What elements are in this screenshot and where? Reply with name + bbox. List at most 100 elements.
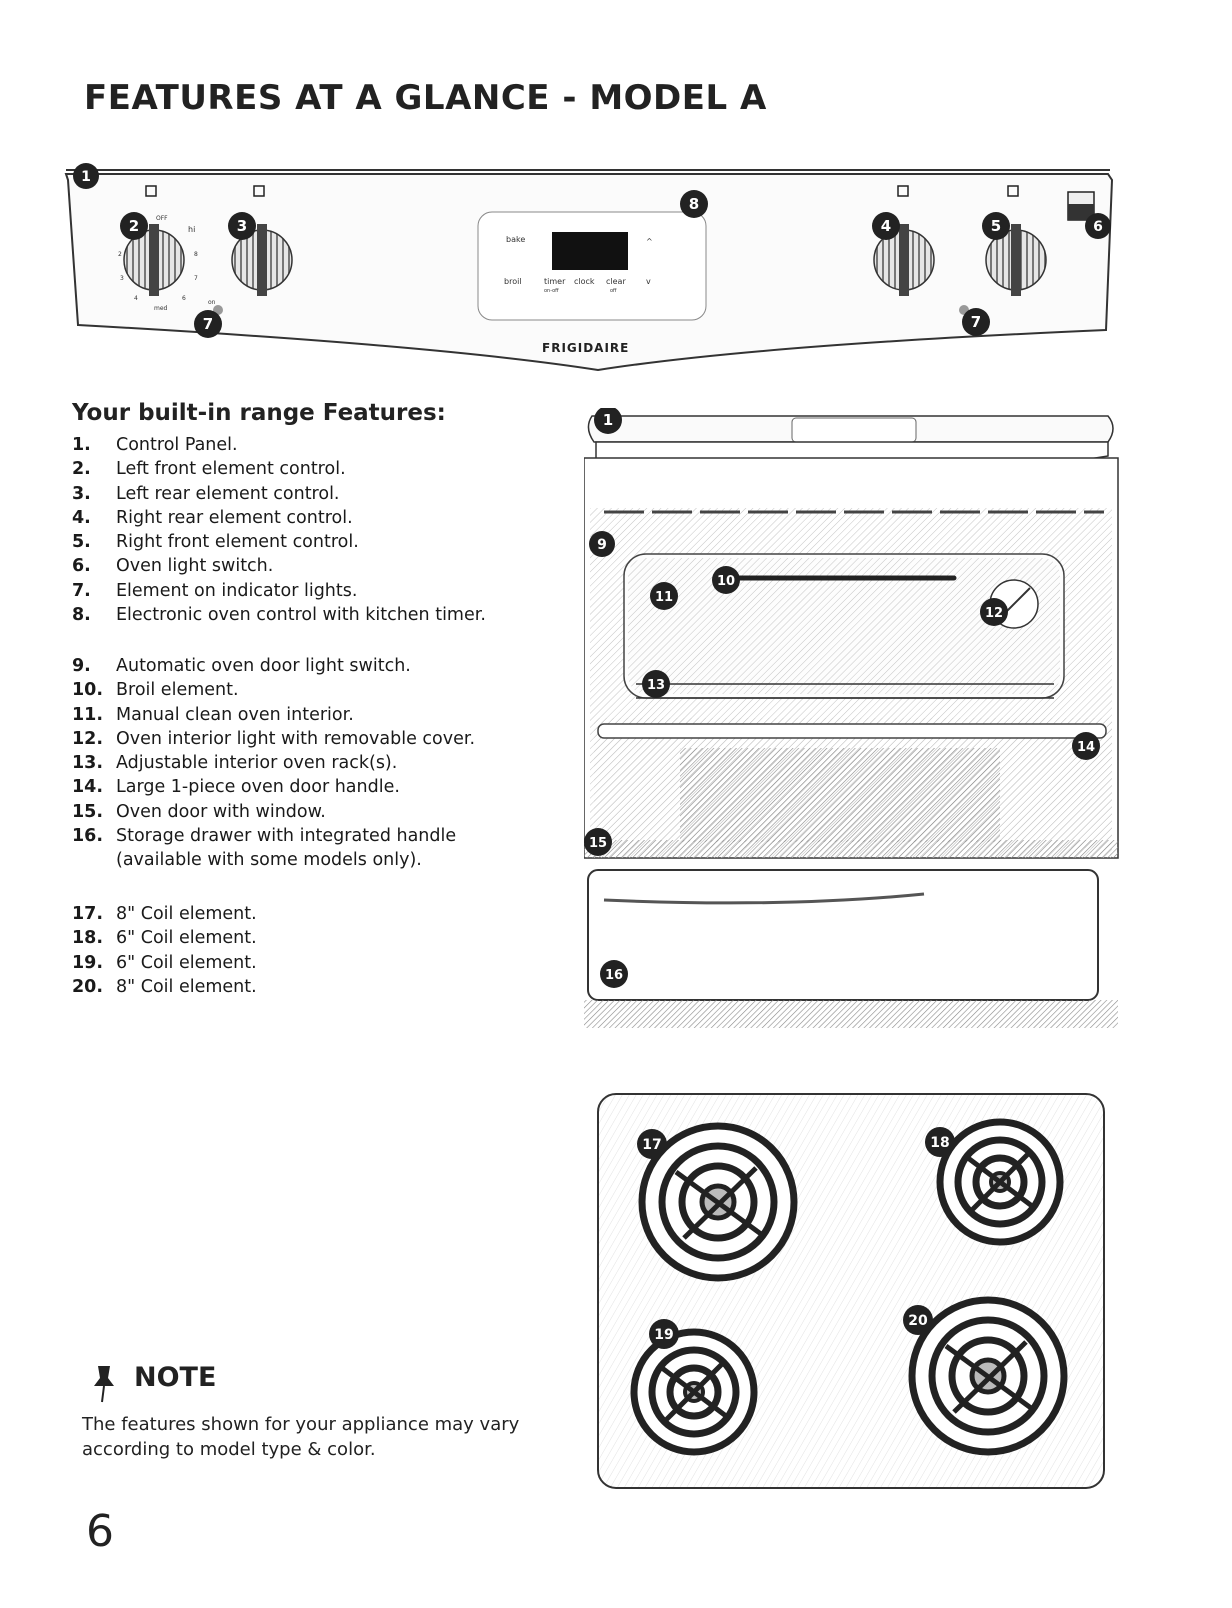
coil-element-19 [630, 1328, 758, 1456]
brand-logo: FRIGIDAIRE [542, 341, 629, 355]
pushpin-icon [94, 1366, 114, 1403]
svg-text:1: 1 [81, 169, 91, 185]
knob-off-label: OFF [156, 215, 168, 222]
callout-badge-7-left: 7 [194, 310, 222, 338]
knob-number-6: 6 [182, 295, 186, 302]
clear-label: clear [606, 277, 626, 286]
svg-text:9: 9 [597, 537, 607, 553]
list-item: 9.Automatic oven door light switch. [72, 656, 411, 676]
svg-text:18: 18 [930, 1135, 949, 1151]
list-item: 8.Electronic oven control with kitchen t… [72, 605, 486, 626]
callout-badge-1: 1 [73, 163, 99, 189]
svg-text:16: 16 [605, 968, 623, 983]
svg-text:6: 6 [1093, 219, 1103, 235]
list-item: 17.8" Coil element. [72, 904, 257, 924]
callout-badge-12: 12 [980, 598, 1008, 626]
up-arrow-label: ^ [646, 237, 653, 246]
list-item: 19.6" Coil element. [72, 952, 257, 973]
right-rear-knob [873, 185, 935, 296]
callout-badge-5: 5 [982, 212, 1010, 240]
callout-badge-7-right: 7 [962, 308, 990, 336]
coil-element-17 [638, 1122, 798, 1282]
list-item: 2.Left front element control. [72, 459, 346, 480]
left-front-knob [123, 185, 185, 296]
callout-badge-3: 3 [228, 212, 256, 240]
svg-text:10: 10 [717, 574, 735, 589]
knob-med-label: med [154, 305, 168, 312]
svg-text:1: 1 [603, 411, 613, 429]
callout-badge-16: 16 [600, 960, 628, 988]
svg-text:13: 13 [647, 678, 665, 693]
svg-text:11: 11 [655, 590, 673, 605]
page-number: 6 [86, 1506, 114, 1557]
list-item: 15.Oven door with window. [72, 801, 326, 822]
list-item: 5.Right front element control. [72, 532, 359, 553]
list-item: 16.Storage drawer with integrated handle [72, 826, 457, 847]
down-arrow-label: v [646, 277, 651, 286]
callout-badge-9: 9 [589, 531, 615, 557]
features-list-group1: 1.Control Panel. 2.Left front element co… [72, 433, 486, 627]
callout-badge-18: 18 [925, 1127, 955, 1157]
svg-text:2: 2 [129, 217, 139, 235]
features-list-group2: 9.Automatic oven door light switch. 10.B… [72, 654, 475, 873]
callout-badge-17: 17 [637, 1129, 667, 1159]
cooktop-illustration: 17 18 19 20 [597, 1093, 1105, 1489]
list-item: 7.Element on indicator lights. [72, 580, 358, 601]
svg-text:14: 14 [1077, 740, 1095, 755]
callout-badge-19: 19 [649, 1319, 679, 1349]
list-item: 10.Broil element. [72, 680, 239, 701]
callout-badge-6: 6 [1085, 213, 1111, 239]
bake-label: bake [506, 235, 525, 244]
clear-sub-label: off [610, 288, 617, 294]
note-heading: NOTE [134, 1362, 217, 1393]
features-heading: Your built-in range Features: [72, 400, 446, 426]
list-item: 14.Large 1-piece oven door handle. [72, 777, 400, 798]
svg-text:17: 17 [642, 1137, 661, 1153]
list-item: 1.Control Panel. [72, 435, 238, 455]
left-rear-knob [231, 185, 293, 296]
svg-text:12: 12 [985, 606, 1003, 621]
control-panel-illustration: bake broil timer clock clear on-off off … [64, 163, 1114, 372]
knob-on-label: on [208, 299, 216, 306]
svg-text:20: 20 [908, 1313, 928, 1329]
list-item: 13.Adjustable interior oven rack(s). [72, 753, 398, 774]
callout-badge-10: 10 [712, 566, 740, 594]
knob-hi-label: hi [188, 225, 195, 234]
callout-badge-15: 15 [584, 828, 612, 856]
callout-badge-20: 20 [903, 1305, 933, 1335]
callout-badge-11: 11 [650, 582, 678, 610]
coil-element-18 [936, 1118, 1064, 1246]
range-front-illustration: 1 9 10 11 12 13 14 15 16 [584, 408, 1119, 1028]
list-item: 20.8" Coil element. [72, 976, 257, 997]
right-front-knob [985, 185, 1047, 296]
features-list-group3: 17.8" Coil element. 18.6" Coil element. … [72, 902, 257, 999]
list-item: 4.Right rear element control. [72, 507, 353, 528]
svg-text:15: 15 [589, 836, 607, 851]
callout-badge-2: 2 [120, 212, 148, 240]
knob-number-8: 8 [194, 251, 198, 258]
svg-text:3: 3 [237, 217, 247, 235]
clock-label: clock [574, 277, 595, 286]
page-title: FEATURES AT A GLANCE - MODEL A [84, 78, 767, 118]
svg-text:19: 19 [654, 1327, 673, 1343]
callout-badge-8: 8 [680, 190, 708, 218]
list-item: 12.Oven interior light with removable co… [72, 728, 476, 749]
list-item: 18.6" Coil element. [72, 928, 257, 949]
callout-badge-4: 4 [872, 212, 900, 240]
note-text: The features shown for your appliance ma… [82, 1414, 520, 1460]
coil-element-20 [908, 1296, 1068, 1456]
knob-number-2: 2 [118, 251, 122, 258]
svg-text:7: 7 [971, 313, 981, 331]
knob-number-7: 7 [194, 275, 198, 282]
list-item: 11.Manual clean oven interior. [72, 704, 354, 725]
svg-text:4: 4 [881, 217, 891, 235]
callout-badge-13: 13 [642, 670, 670, 698]
timer-sub-label: on-off [544, 288, 559, 294]
knob-number-4: 4 [134, 295, 138, 302]
svg-text:8: 8 [689, 195, 699, 213]
svg-text:5: 5 [991, 217, 1001, 235]
list-item: 6.Oven light switch. [72, 556, 274, 577]
list-item: (available with some models only). [116, 850, 422, 871]
knob-number-3: 3 [120, 275, 124, 282]
callout-badge-14: 14 [1072, 732, 1100, 760]
